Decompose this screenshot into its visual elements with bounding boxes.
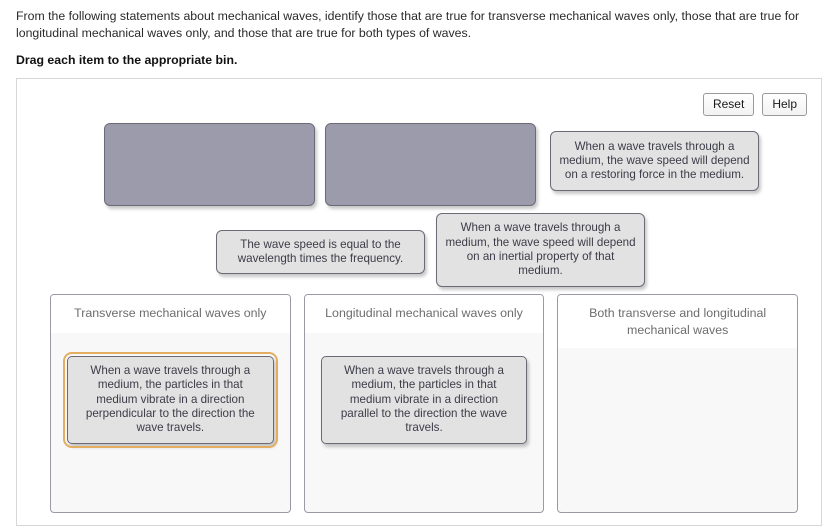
drag-item-wave-speed-equal[interactable]: The wave speed is equal to the wavelengt… bbox=[216, 230, 425, 274]
drag-and-drop-activity-panel: Reset Help When a wave travels through a… bbox=[16, 78, 822, 526]
question-text: From the following statements about mech… bbox=[16, 9, 800, 40]
bin-drop-area-transverse-only[interactable]: When a wave travels through a medium, th… bbox=[51, 333, 290, 512]
bin-title-both-types: Both transverse and longitudinal mechani… bbox=[558, 295, 798, 348]
dropped-item-parallel-vibration[interactable]: When a wave travels through a medium, th… bbox=[320, 356, 528, 445]
bin-drop-area-longitudinal-only[interactable]: When a wave travels through a medium, th… bbox=[305, 333, 544, 512]
bin-title-longitudinal-only: Longitudinal mechanical waves only bbox=[304, 295, 544, 333]
reset-button[interactable]: Reset bbox=[702, 93, 755, 116]
help-button[interactable]: Help bbox=[762, 93, 807, 116]
bins-row: Transverse mechanical waves only When a … bbox=[50, 294, 799, 513]
empty-drag-slot-2 bbox=[325, 123, 536, 206]
bin-both-types[interactable]: Both transverse and longitudinal mechani… bbox=[557, 294, 799, 513]
drag-item-inertial-property[interactable]: When a wave travels through a medium, th… bbox=[436, 213, 645, 287]
prompt-area: From the following statements about mech… bbox=[16, 8, 828, 69]
bin-drop-area-both-types[interactable] bbox=[558, 348, 797, 512]
bin-longitudinal-only[interactable]: Longitudinal mechanical waves only When … bbox=[303, 294, 545, 513]
instruction-text: Drag each item to the appropriate bin. bbox=[16, 53, 238, 67]
drag-item-restoring-force[interactable]: When a wave travels through a medium, th… bbox=[550, 131, 759, 191]
activity-toolbar: Reset Help bbox=[702, 93, 807, 116]
dropped-item-perpendicular-vibration[interactable]: When a wave travels through a medium, th… bbox=[63, 351, 278, 449]
empty-drag-slot-1 bbox=[104, 123, 315, 206]
bin-title-transverse-only: Transverse mechanical waves only bbox=[51, 295, 290, 333]
bin-transverse-only[interactable]: Transverse mechanical waves only When a … bbox=[50, 294, 291, 513]
